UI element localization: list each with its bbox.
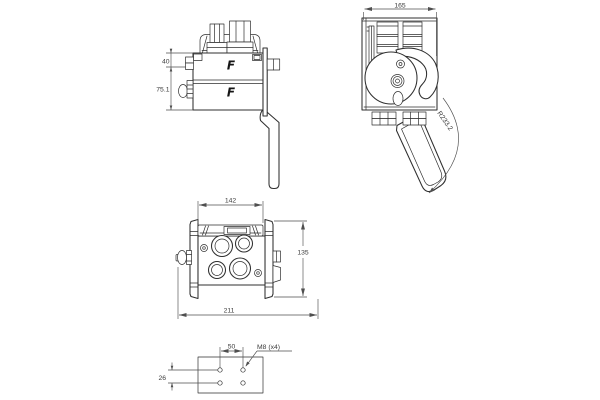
port-top-left xyxy=(210,234,234,258)
port-top-right xyxy=(234,234,254,253)
front-view-dimensions: 40 75.1 xyxy=(156,48,193,111)
mounting-hole-tr xyxy=(240,367,246,373)
cam-hook xyxy=(395,47,439,100)
brand-logo-f-lower: F xyxy=(227,86,236,100)
dim-body-height: 75.1 xyxy=(156,87,169,94)
dim-inner-width: 142 xyxy=(225,198,237,205)
dim-hole-spacing-x: 50 xyxy=(228,344,236,351)
cam-disc xyxy=(364,51,418,105)
dim-outer-width: 211 xyxy=(224,308,235,315)
pivot-pin xyxy=(396,59,405,69)
dim-handle-radius: R233.2 xyxy=(435,110,453,132)
front-view: F F 40 75.1 xyxy=(156,20,281,190)
mounting-view-dimensions: 50 26 M8 (x4) xyxy=(158,344,292,391)
shaft-slot xyxy=(392,91,404,106)
screw-hole-right xyxy=(254,269,262,277)
left-port-tabs xyxy=(178,56,194,99)
pivot-bolt xyxy=(390,74,405,88)
dim-hole-spacing-y: 26 xyxy=(158,375,166,382)
port-bottom-left xyxy=(207,260,227,280)
dim-top-height: 40 xyxy=(162,59,170,66)
port-bottom-right xyxy=(228,257,252,280)
screw-hole-left xyxy=(200,244,208,252)
release-lever xyxy=(259,108,280,190)
left-flange xyxy=(189,218,199,300)
side-knob xyxy=(175,250,192,265)
lever-handle xyxy=(395,112,447,193)
dim-width-165: 165 xyxy=(394,3,406,10)
side-tab xyxy=(272,250,281,283)
bottom-fittings-side xyxy=(371,111,427,126)
thread-callout-m8: M8 (x4) xyxy=(257,344,280,351)
mounting-hole-br xyxy=(240,380,246,386)
valve-body-front xyxy=(192,52,264,111)
right-flange xyxy=(264,218,274,300)
brand-logo-f-upper: F xyxy=(227,59,236,73)
dim-height: 135 xyxy=(297,250,309,257)
port-view-dimensions: 142 135 211 xyxy=(177,198,319,319)
top-fittings xyxy=(206,20,254,54)
side-view: 165 R233.2 xyxy=(361,3,459,194)
port-view: 142 135 211 xyxy=(175,198,319,319)
mounting-plate xyxy=(197,356,264,394)
mounting-bracket xyxy=(262,47,268,117)
handle-swing-arc xyxy=(428,97,459,194)
mounting-view: 50 26 M8 (x4) xyxy=(158,344,292,394)
